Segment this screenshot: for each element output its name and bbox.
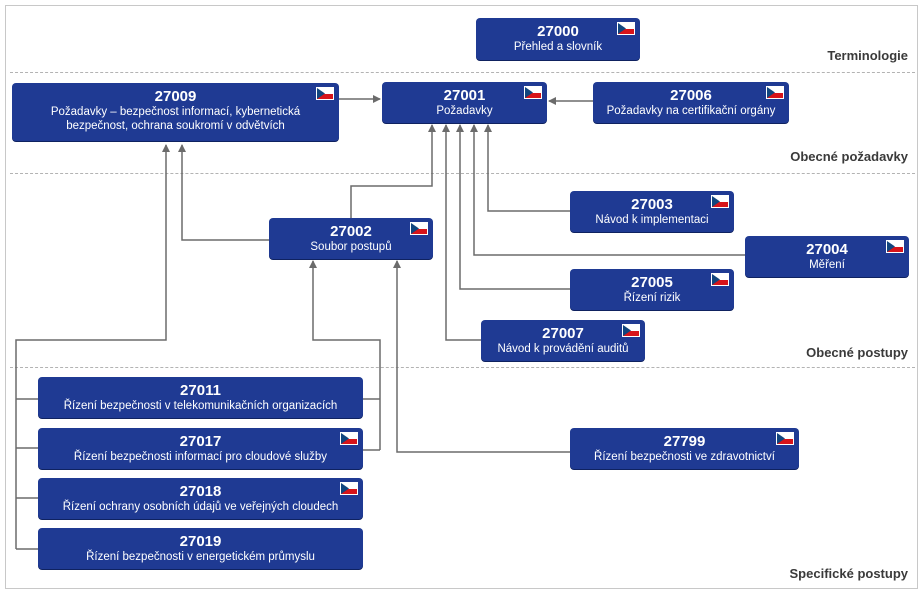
czech-flag-icon — [316, 87, 334, 100]
standard-title: Návod k implementaci — [595, 214, 709, 226]
standard-code: 27017 — [179, 433, 222, 450]
standard-title: Požadavky — [436, 105, 493, 117]
diagram-frame — [5, 5, 918, 589]
standard-node-27001[interactable]: 27001 Požadavky — [382, 82, 547, 123]
standard-node-27007[interactable]: 27007 Návod k provádění auditů — [481, 320, 645, 361]
standard-node-27019[interactable]: 27019 Řízení bezpečnosti v energetickém … — [38, 528, 363, 569]
standard-title: Soubor postupů — [310, 241, 392, 253]
standard-node-27005[interactable]: 27005 Řízení rizik — [570, 269, 734, 310]
connector-27002-27009 — [178, 144, 269, 241]
standard-code: 27018 — [179, 483, 222, 500]
czech-flag-icon — [776, 432, 794, 445]
section-label-general-procedures: Obecné postupy — [806, 345, 908, 360]
connector-27003-27001 — [484, 124, 570, 212]
section-separator — [10, 173, 915, 174]
standard-title: Návod k provádění auditů — [497, 343, 629, 355]
standard-title: Požadavky na certifikační orgány — [606, 105, 776, 117]
section-separator — [10, 72, 915, 73]
standard-title: Řízení bezpečnosti v energetickém průmys… — [86, 551, 315, 563]
czech-flag-icon — [766, 86, 784, 99]
czech-flag-icon — [524, 86, 542, 99]
standard-node-27000[interactable]: 27000 Přehled a slovník — [476, 18, 640, 60]
standard-code: 27003 — [631, 196, 673, 213]
standard-code: 27799 — [663, 433, 706, 450]
standard-node-27009[interactable]: 27009 Požadavky – bezpečnost informací, … — [12, 83, 339, 141]
standard-code: 27001 — [443, 87, 486, 104]
section-separator — [10, 367, 915, 368]
standard-node-27017[interactable]: 27017 Řízení bezpečnosti informací pro c… — [38, 428, 363, 469]
standard-node-27018[interactable]: 27018 Řízení ochrany osobních údajů ve v… — [38, 478, 363, 519]
standard-node-27002[interactable]: 27002 Soubor postupů — [269, 218, 433, 259]
section-label-terminology: Terminologie — [827, 48, 908, 63]
connector-27011-27017-27002 — [309, 260, 381, 450]
standard-code: 27005 — [631, 274, 673, 291]
standard-title: Řízení ochrany osobních údajů ve veřejný… — [62, 501, 339, 513]
czech-flag-icon — [410, 222, 428, 235]
standard-node-27799[interactable]: 27799 Řízení bezpečnosti ve zdravotnictv… — [570, 428, 799, 469]
czech-flag-icon — [340, 432, 358, 445]
standard-node-27003[interactable]: 27003 Návod k implementaci — [570, 191, 734, 232]
standard-title: Přehled a slovník — [513, 41, 603, 53]
standard-code: 27004 — [806, 241, 848, 258]
standard-code: 27009 — [154, 88, 197, 105]
standard-title: Řízení bezpečnosti ve zdravotnictví — [594, 451, 775, 463]
standard-code: 27000 — [537, 23, 579, 40]
standard-node-27006[interactable]: 27006 Požadavky na certifikační orgány — [593, 82, 789, 123]
czech-flag-icon — [711, 273, 729, 286]
standard-title: Řízení rizik — [623, 292, 681, 304]
standard-title: Požadavky – bezpečnost informací, kybern… — [50, 106, 301, 132]
czech-flag-icon — [886, 240, 904, 253]
standard-title: Měření — [809, 259, 845, 271]
section-label-specific-procedures: Specifické postupy — [789, 566, 908, 581]
czech-flag-icon — [622, 324, 640, 337]
connector-27002-27001 — [350, 124, 436, 218]
czech-flag-icon — [617, 22, 635, 35]
czech-flag-icon — [340, 482, 358, 495]
standard-code: 27019 — [179, 533, 222, 550]
standard-code: 27007 — [542, 325, 584, 342]
connector-27799-27002 — [393, 260, 570, 453]
section-label-general-requirements: Obecné požadavky — [790, 149, 908, 164]
standard-title: Řízení bezpečnosti v telekomunikačních o… — [63, 400, 338, 412]
czech-flag-icon — [711, 195, 729, 208]
standard-code: 27011 — [180, 382, 221, 399]
connector-27007-27001 — [442, 124, 481, 341]
standard-title: Řízení bezpečnosti informací pro cloudov… — [73, 451, 328, 463]
standard-node-27004[interactable]: 27004 Měření — [745, 236, 909, 277]
connector-27004-27001 — [470, 124, 745, 256]
connector-27005-27001 — [456, 124, 570, 290]
standard-code: 27006 — [670, 87, 712, 104]
connector-sector-27009 — [15, 144, 170, 549]
standard-node-27011[interactable]: 27011 Řízení bezpečnosti v telekomunikač… — [38, 377, 363, 418]
standard-code: 27002 — [330, 223, 372, 240]
